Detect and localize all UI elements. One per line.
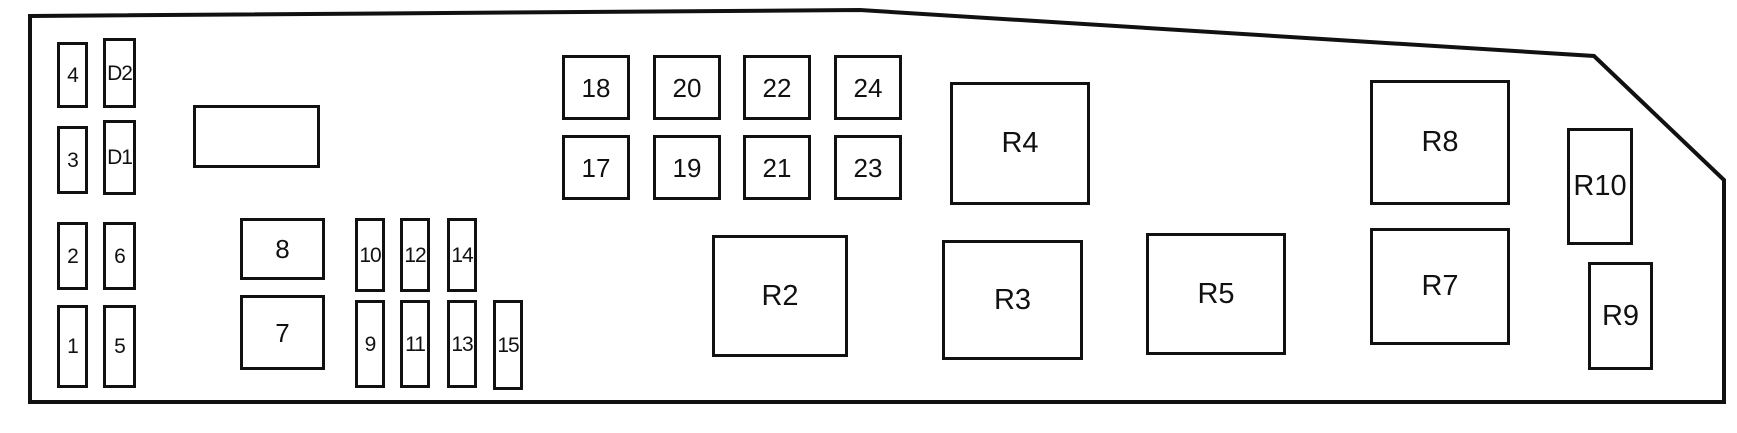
fuse-4: 4 [57, 42, 88, 108]
relay-r5: R5 [1146, 233, 1286, 355]
fuse-3: 3 [57, 126, 88, 194]
fuse-8: 8 [240, 218, 325, 280]
fuse-11: 11 [400, 300, 430, 388]
fuse-24: 24 [834, 55, 902, 120]
fuse-19: 19 [653, 135, 721, 200]
relay-r10: R10 [1567, 128, 1633, 245]
fuse-1: 1 [57, 305, 88, 388]
relay-r7: R7 [1370, 228, 1510, 345]
fuse-18: 18 [562, 55, 630, 120]
fuse-14: 14 [447, 218, 477, 292]
relay-r2: R2 [712, 235, 848, 357]
fuse-5: 5 [103, 305, 136, 388]
fuse-2: 2 [57, 222, 88, 290]
fuse-10: 10 [355, 218, 385, 292]
fuse-23: 23 [834, 135, 902, 200]
fuse-12: 12 [400, 218, 430, 292]
fuse-d1: D1 [103, 120, 136, 195]
fuse-15: 15 [493, 300, 523, 390]
relay-r4: R4 [950, 82, 1090, 205]
fuse-17: 17 [562, 135, 630, 200]
fuse-6: 6 [103, 222, 136, 290]
relay-r9: R9 [1588, 262, 1653, 370]
empty-slot [193, 105, 320, 168]
fuse-d2: D2 [103, 38, 136, 108]
fuse-13: 13 [447, 300, 477, 388]
fuse-21: 21 [743, 135, 811, 200]
relay-r8: R8 [1370, 80, 1510, 205]
fuse-9: 9 [355, 300, 385, 388]
fuse-7: 7 [240, 295, 325, 370]
fuse-20: 20 [653, 55, 721, 120]
relay-r3: R3 [942, 240, 1083, 360]
fuse-22: 22 [743, 55, 811, 120]
